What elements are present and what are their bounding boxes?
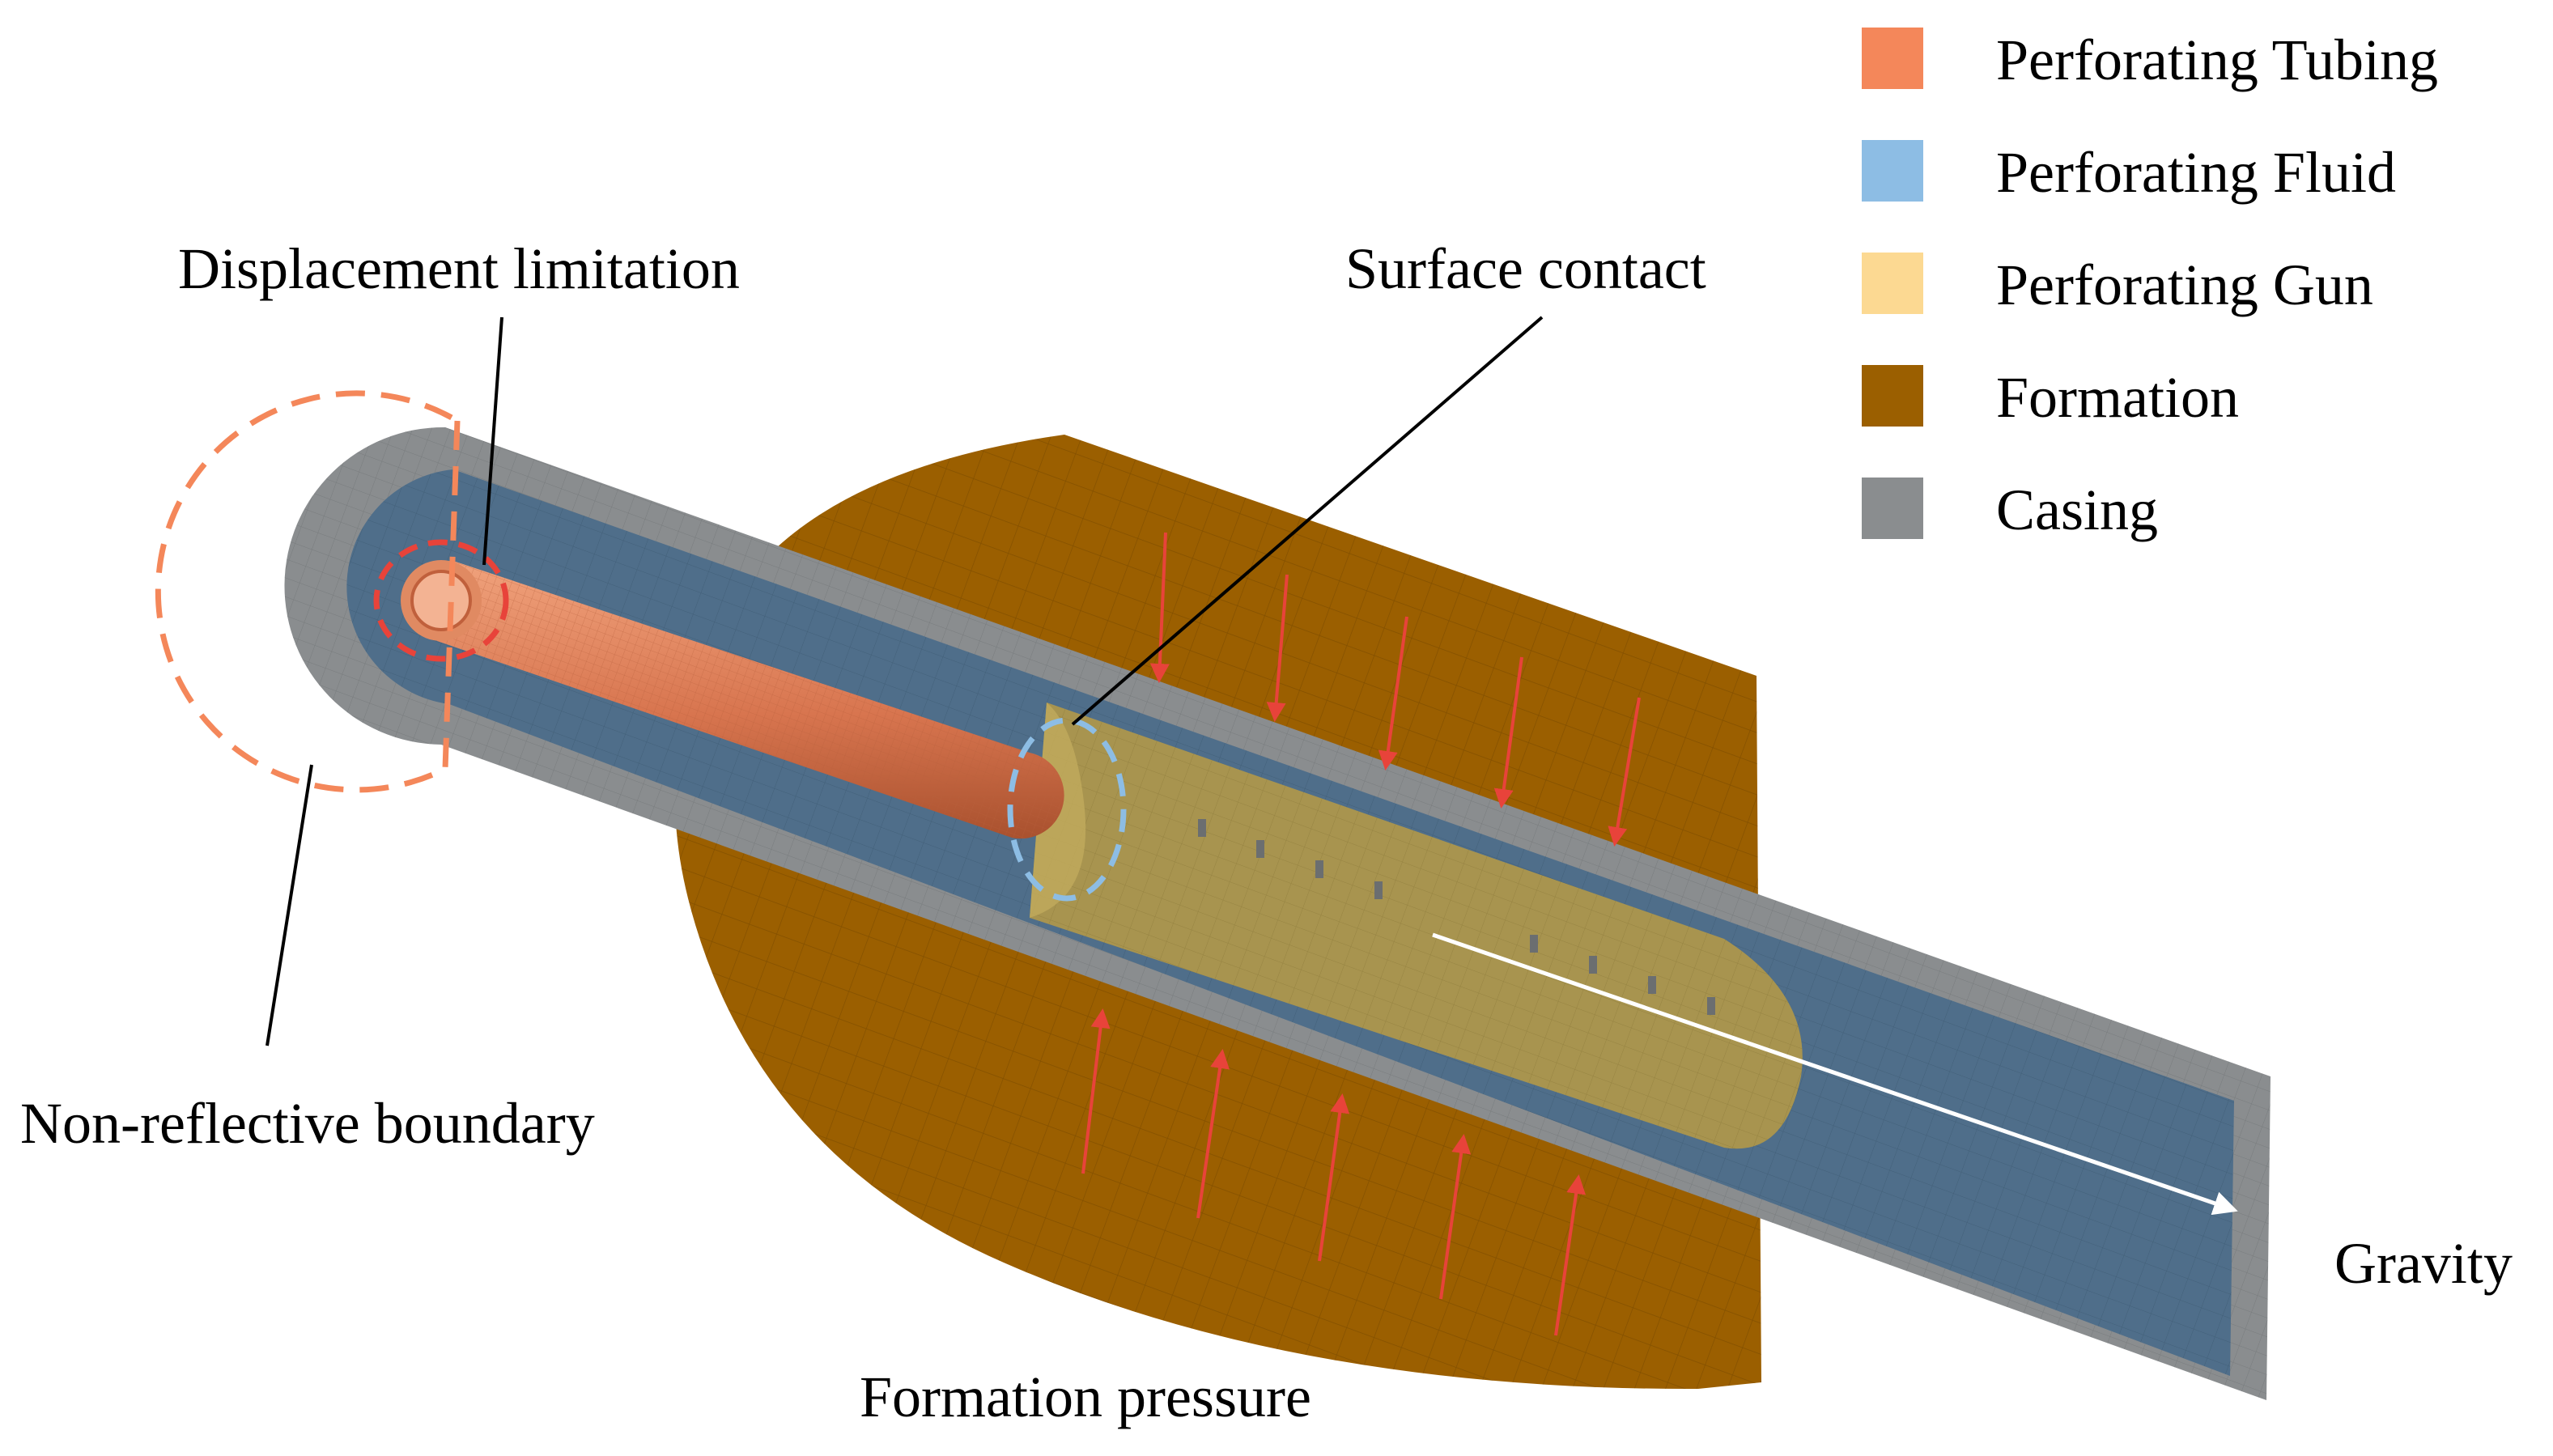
surface-contact-marker	[1007, 717, 1127, 902]
pressure-arrow	[1318, 1093, 1350, 1262]
legend-label-perforating-tubing: Perforating Tubing	[1996, 28, 2439, 92]
perforating-gun	[1030, 703, 1803, 1149]
legend-swatch-perforating-fluid	[1862, 140, 1923, 202]
pressure-arrow	[1493, 656, 1523, 809]
pressure-arrow	[1554, 1174, 1587, 1336]
formation-pressure-arrows	[1081, 532, 1641, 1336]
pressure-arrow	[1196, 1049, 1230, 1219]
legend-label-formation: Formation	[1996, 365, 2239, 430]
pressure-arrow	[1081, 1008, 1111, 1174]
pressure-arrow	[1266, 574, 1289, 722]
surface-contact-leader	[1071, 316, 1544, 726]
legend-item-perforating-gun: Perforating Gun	[1862, 253, 2542, 317]
perforation-hole	[1315, 860, 1323, 878]
surface-contact-label: Surface contact	[1345, 236, 1706, 301]
formation-pressure-label: Formation pressure	[860, 1365, 1311, 1429]
perforation-hole	[1530, 935, 1538, 953]
legend-swatch-perforating-gun	[1862, 253, 1923, 314]
legend-label-casing: Casing	[1996, 478, 2159, 542]
displacement-leader	[482, 316, 503, 566]
legend-item-perforating-fluid: Perforating Fluid	[1862, 140, 2542, 205]
non-reflective-boundary-marker	[155, 390, 461, 793]
non-reflective-boundary-label: Non-reflective boundary	[20, 1091, 595, 1156]
leader-lines	[265, 316, 1544, 1046]
perforation-holes	[1198, 819, 1715, 1015]
legend-item-formation: Formation	[1862, 365, 2542, 430]
legend-label-perforating-fluid: Perforating Fluid	[1996, 140, 2396, 205]
gravity-label: Gravity	[2334, 1231, 2513, 1296]
tubing-mesh	[437, 561, 1064, 839]
perforation-hole	[1648, 976, 1656, 994]
perforating-tubing	[401, 560, 1064, 839]
pressure-arrow	[1439, 1134, 1472, 1300]
displacement-limitation-label: Displacement limitation	[178, 236, 740, 301]
pressure-arrow	[1378, 616, 1408, 770]
tubing-bore	[410, 570, 472, 631]
pressure-arrow	[1608, 697, 1641, 847]
perforation-hole	[1589, 956, 1597, 974]
legend-item-casing: Casing	[1862, 478, 2542, 542]
legend-swatch-formation	[1862, 365, 1923, 427]
legend-swatch-perforating-tubing	[1862, 28, 1923, 89]
gravity-arrow	[1432, 932, 2238, 1216]
perforation-hole	[1256, 840, 1264, 858]
perforation-hole	[1198, 819, 1206, 837]
pressure-arrow	[1149, 532, 1170, 683]
perforation-hole	[1374, 881, 1383, 899]
non-reflective-leader	[265, 764, 313, 1046]
displacement-limitation-marker	[373, 539, 509, 662]
gun-mesh	[1030, 703, 1803, 1149]
perforation-hole	[1707, 997, 1715, 1015]
legend-swatch-casing	[1862, 478, 1923, 539]
legend-item-perforating-tubing: Perforating Tubing	[1862, 28, 2542, 92]
legend-label-perforating-gun: Perforating Gun	[1996, 253, 2373, 317]
